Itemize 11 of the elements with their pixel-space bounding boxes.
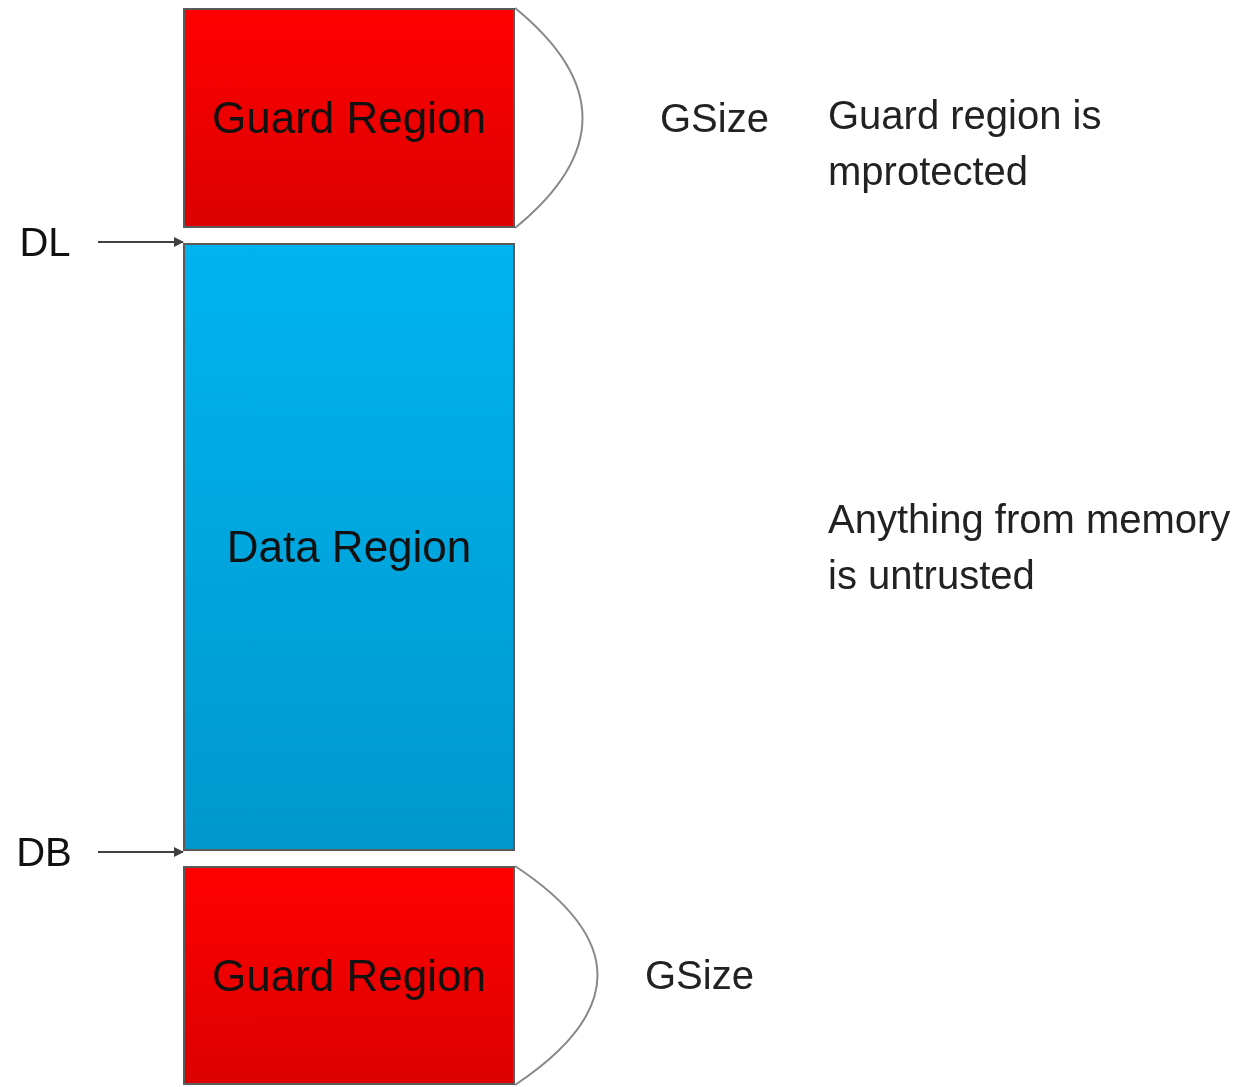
data-region-box: Data Region	[183, 243, 515, 851]
guard-region-box: Guard Region	[183, 866, 515, 1085]
size-label: GSize	[645, 952, 755, 999]
arrow	[97, 237, 184, 247]
arrow	[97, 847, 184, 857]
annotation-text: Anything from memory is untrusted	[828, 496, 1232, 599]
pointer-label: DL	[12, 218, 78, 266]
annotation-text: Guard region is mprotected	[828, 92, 1103, 195]
guard-region-box: Guard Region	[183, 8, 515, 228]
pointer-label: DB	[10, 828, 78, 876]
size-label: GSize	[660, 95, 770, 142]
